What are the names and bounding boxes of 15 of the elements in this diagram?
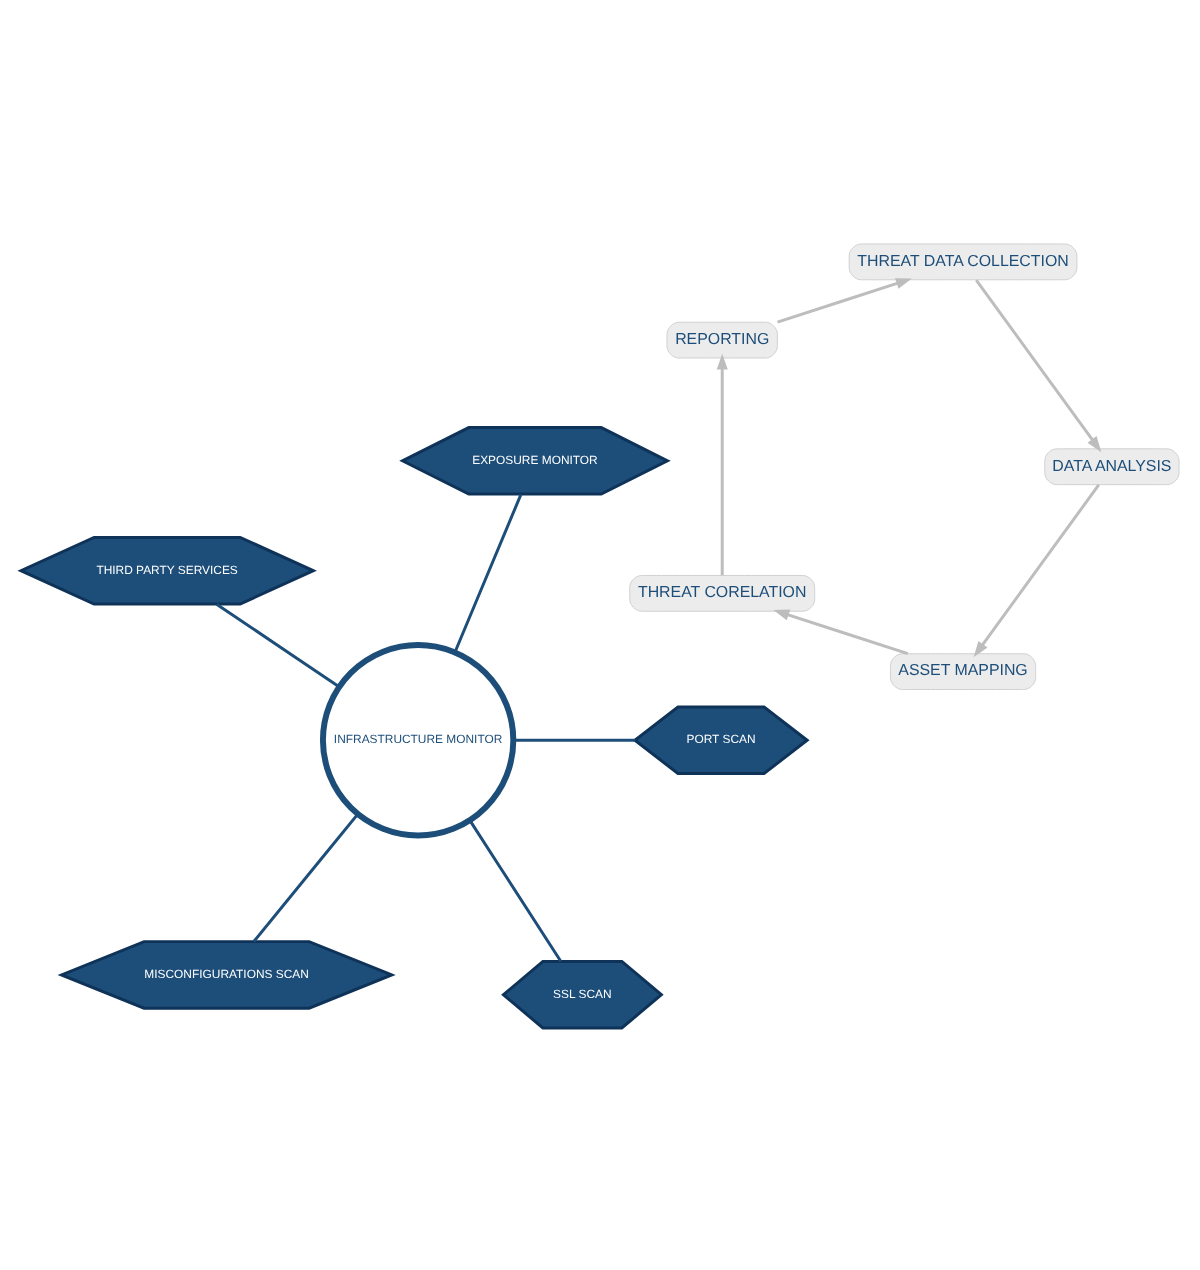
arrow bbox=[773, 608, 909, 655]
arrow bbox=[973, 483, 1100, 657]
connector bbox=[468, 818, 562, 962]
node-box: DATA ANALYSIS bbox=[1044, 447, 1180, 485]
node-box: ASSET MAPPING bbox=[889, 652, 1037, 690]
connector bbox=[513, 737, 635, 741]
arrow bbox=[975, 278, 1102, 452]
node-box: THREAT DATA COLLECTION bbox=[848, 242, 1078, 280]
arrow bbox=[716, 352, 728, 575]
node-box: THREAT CORELATION bbox=[629, 573, 816, 611]
connector bbox=[252, 812, 359, 942]
connector bbox=[453, 492, 523, 652]
connector bbox=[215, 601, 340, 688]
node-box: REPORTING bbox=[666, 320, 778, 358]
arrow bbox=[777, 277, 912, 323]
